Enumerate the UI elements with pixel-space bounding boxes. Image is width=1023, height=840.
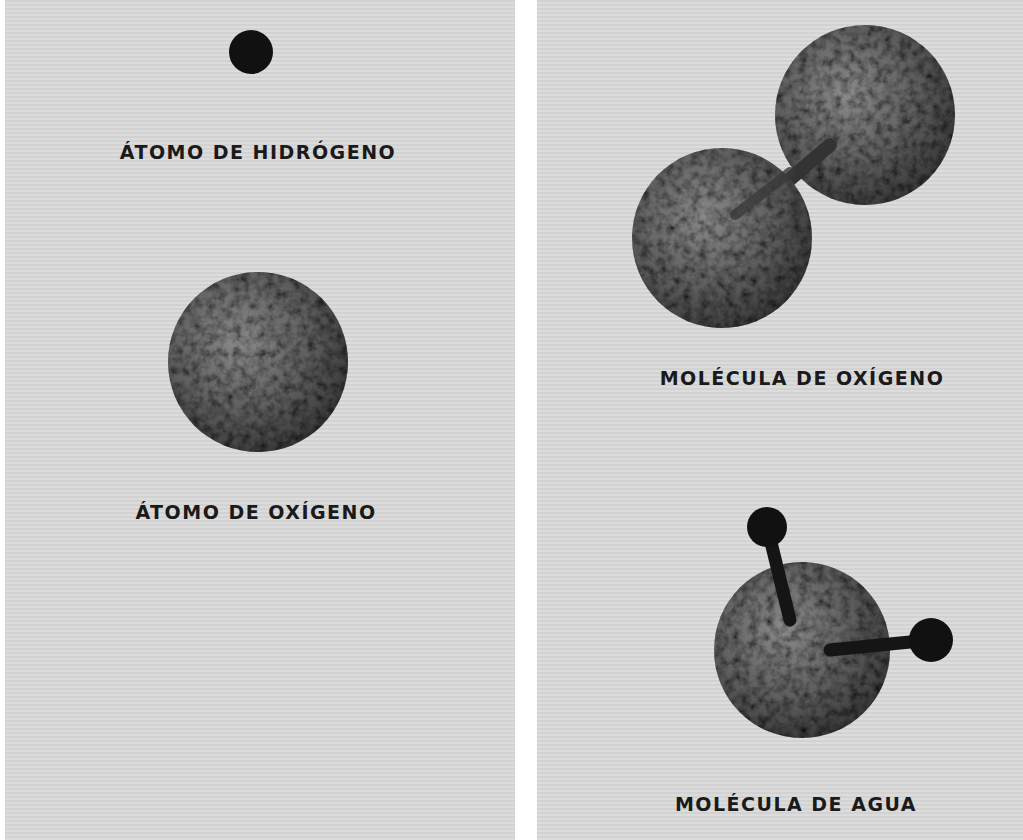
oxygen-atom xyxy=(168,272,348,452)
hydrogen-atom xyxy=(229,30,273,74)
water-molecule xyxy=(714,507,953,738)
oxygen-molecule xyxy=(632,25,955,328)
right-panel xyxy=(537,0,1023,840)
left-panel xyxy=(5,0,515,840)
molecule-caption: MOLÉCULA DE OXÍGENO xyxy=(660,367,945,389)
molecule-caption: MOLÉCULA DE AGUA xyxy=(675,793,917,815)
atom-caption: ÁTOMO DE HIDRÓGENO xyxy=(120,141,397,163)
atom-caption: ÁTOMO DE OXÍGENO xyxy=(135,501,376,523)
